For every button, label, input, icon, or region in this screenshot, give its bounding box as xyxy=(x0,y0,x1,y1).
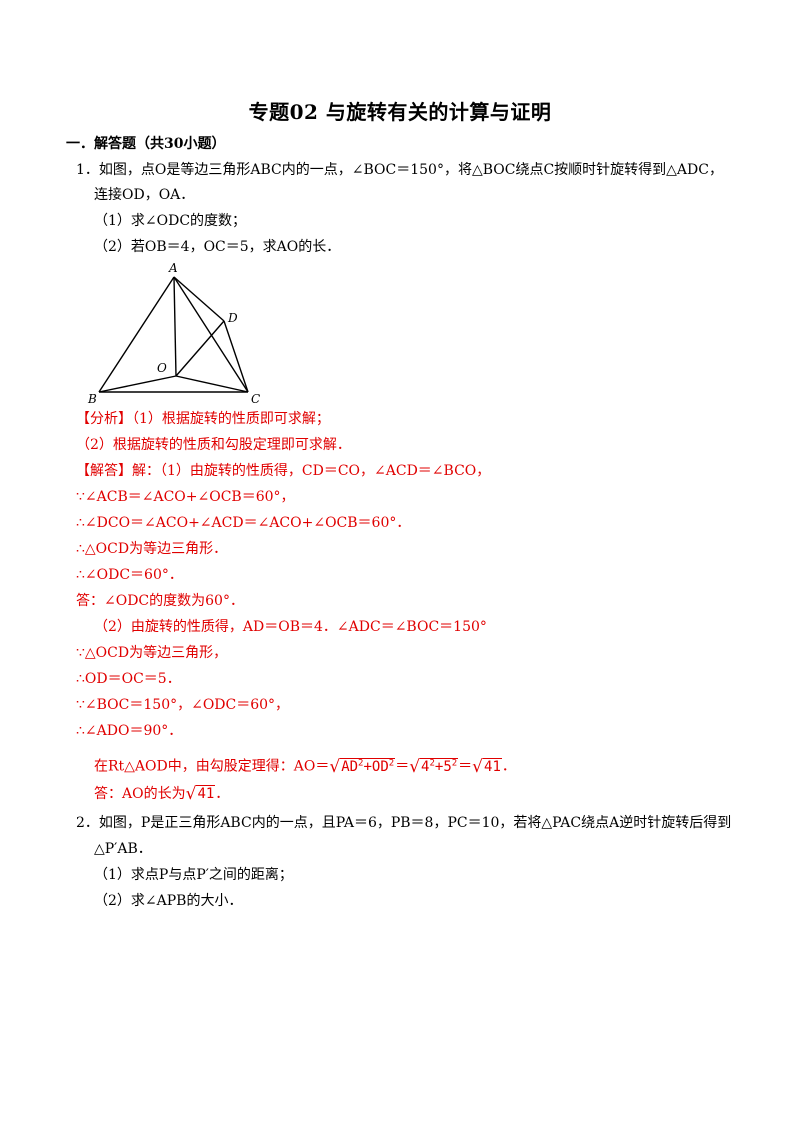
edge-AC xyxy=(173,276,249,393)
q2-stem-line2: △P′AB． xyxy=(94,841,152,857)
label-D: D xyxy=(227,311,238,325)
segment-OD xyxy=(175,320,225,377)
q1-solution-line: ∵∠ACB＝∠ACO+∠OCB＝60°， xyxy=(76,489,295,505)
segment-DC xyxy=(223,320,249,393)
radical-expression: √41 xyxy=(472,756,502,777)
q1-stem-line1: 1．如图，点O是等边三角形ABC内的一点，∠BOC＝150°，将△BOC绕点C按… xyxy=(76,162,723,178)
segment-AO xyxy=(173,276,177,377)
radical-expression: √41 xyxy=(185,784,216,804)
section-heading: 一．解答题（共30小题） xyxy=(66,136,226,152)
q1-solution-line: （2）由旋转的性质得，AD＝OB＝4．∠ADC＝∠BOC＝150° xyxy=(94,619,487,635)
radical-expression: √AD2+OD2 xyxy=(329,756,396,777)
q1-solution-line: ∴∠DCO＝∠ACO+∠ACD＝∠ACO+∠OCB＝60°． xyxy=(76,515,411,531)
q1-final-answer: 答：AO的长为√41． xyxy=(94,784,230,804)
label-O: O xyxy=(157,361,167,375)
q2-stem-line1: 2．如图，P是正三角形ABC内的一点，且PA＝6，PB＝8，PC＝10，若将△P… xyxy=(76,815,732,831)
q1-part1: （1）求∠ODC的度数； xyxy=(94,213,247,229)
analysis-tag: 【分析】 xyxy=(76,411,132,427)
segment-AD xyxy=(173,276,225,322)
page-title: 专题02 与旋转有关的计算与证明 xyxy=(248,100,552,124)
label-B: B xyxy=(87,392,97,406)
segment-OC xyxy=(175,375,249,393)
q1-solution-line: 答：∠ODC的度数为60°． xyxy=(76,593,244,609)
q1-solution-line: ∴OD＝OC＝5． xyxy=(76,671,181,687)
segment-BO xyxy=(98,375,177,393)
q1-pythagoras-line: 在Rt△AOD中，由勾股定理得：AO＝√AD2+OD2＝√42+52＝√41． xyxy=(94,754,516,776)
edge-AB xyxy=(98,276,175,393)
q2-part2: （2）求∠APB的大小． xyxy=(94,893,243,909)
q2-part1: （1）求点P与点P′之间的距离； xyxy=(94,867,293,883)
label-C: C xyxy=(251,392,260,406)
radical-expression: √42+52 xyxy=(409,756,459,777)
q1-solution-line: ∵∠BOC＝150°，∠ODC＝60°， xyxy=(76,697,290,713)
q1-solution-line: 【解答】解：（1）由旋转的性质得，CD＝CO，∠ACD＝∠BCO， xyxy=(76,463,491,479)
q1-analysis-2: （2）根据旋转的性质和勾股定理即可求解． xyxy=(76,437,351,453)
q1-stem-line2: 连接OD，OA． xyxy=(94,187,195,203)
label-A: A xyxy=(168,262,178,275)
q1-solution-line: ∴∠ADO＝90°． xyxy=(76,723,183,739)
q1-solution-line: ∵△OCD为等边三角形， xyxy=(76,645,228,661)
q1-solution-line: ∴∠ODC＝60°． xyxy=(76,567,183,583)
q1-analysis-1: 【分析】（1）根据旋转的性质即可求解； xyxy=(76,411,330,427)
q1-part2: （2）若OB＝4，OC＝5，求AO的长． xyxy=(94,239,341,255)
q1-solution-line: ∴△OCD为等边三角形． xyxy=(76,541,228,557)
q1-figure: A B C D O xyxy=(87,262,260,406)
answer-tag: 【解答】 xyxy=(76,463,132,479)
